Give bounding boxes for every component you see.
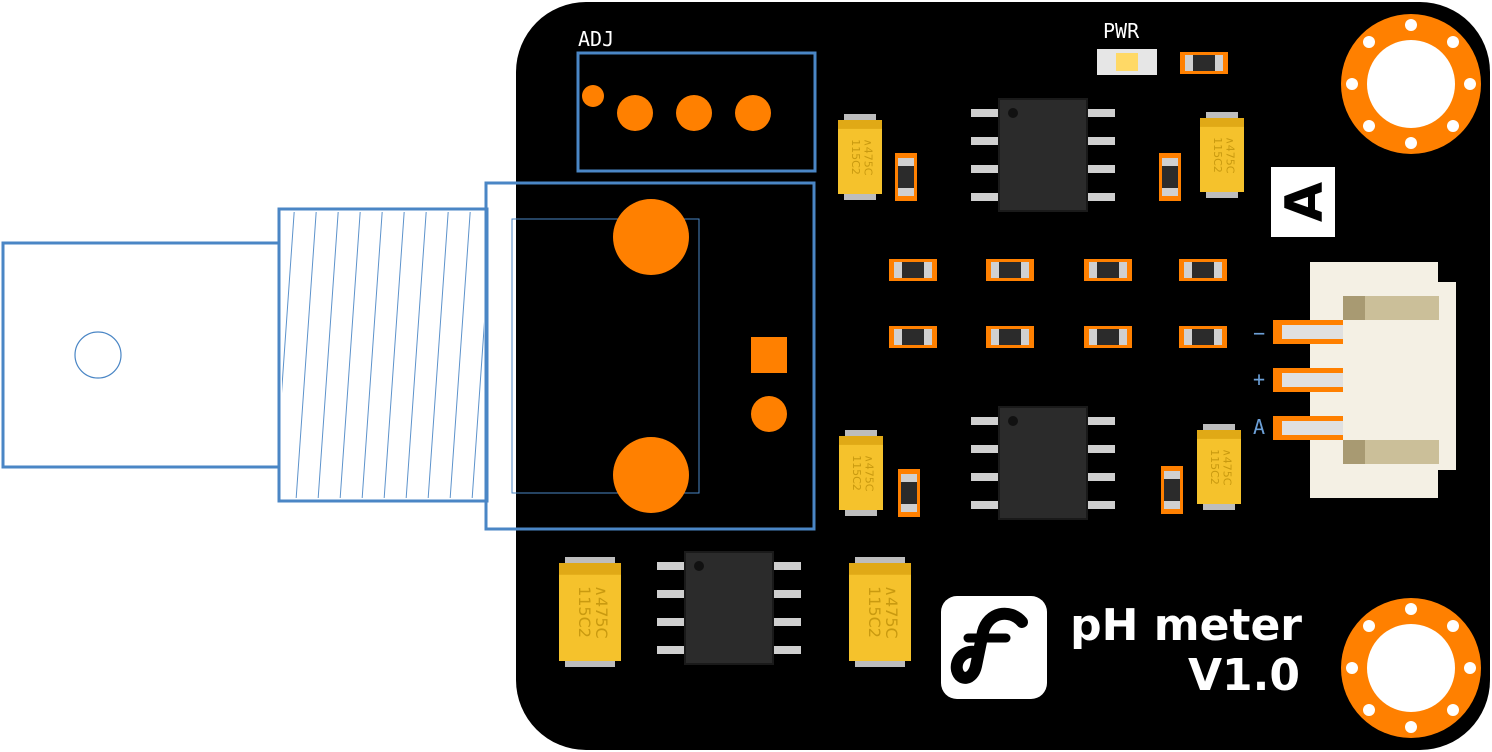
ic-u3 <box>657 551 801 665</box>
bnc-pad-small <box>751 396 787 432</box>
pwr-label: PWR <box>1103 19 1140 43</box>
adj-label: ADJ <box>578 27 614 51</box>
smd-row1-3 <box>1084 259 1132 281</box>
svg-text:∧475C: ∧475C <box>1220 449 1233 486</box>
svg-text:∧475C: ∧475C <box>862 455 875 492</box>
sensor-connector: − + A <box>1253 262 1456 498</box>
svg-text:∧475C: ∧475C <box>861 139 874 176</box>
pin-label-a: A <box>1253 415 1265 439</box>
svg-text:∧475C: ∧475C <box>592 585 611 638</box>
svg-text:115C2: 115C2 <box>1211 137 1224 173</box>
product-name: pH meter <box>1070 600 1302 651</box>
bnc-connector <box>1 207 489 503</box>
product-title: pH meter V1.0 <box>1070 600 1302 701</box>
adj-pad-indicator <box>582 85 604 107</box>
mounting-hole-bottom <box>1341 598 1481 738</box>
bnc-pad-top <box>613 199 689 275</box>
smd-r2 <box>1159 153 1181 201</box>
ic-u1 <box>971 98 1115 212</box>
svg-text:∧475C: ∧475C <box>882 585 901 638</box>
bnc-pad-bottom <box>613 437 689 513</box>
adj-outline <box>576 51 817 173</box>
smd-row1-2 <box>986 259 1034 281</box>
pin-label-plus: + <box>1253 367 1265 391</box>
bnc-pad-square <box>751 337 787 373</box>
svg-text:115C2: 115C2 <box>1208 449 1221 485</box>
product-version: V1.0 <box>1188 650 1300 701</box>
channel-label: A <box>1271 167 1335 237</box>
adj-pad-1 <box>617 95 653 131</box>
smd-row2-3 <box>1084 326 1132 348</box>
smd-row2-2 <box>986 326 1034 348</box>
smd-row2-4 <box>1179 326 1227 348</box>
smd-r4 <box>1161 466 1183 514</box>
adj-pad-2 <box>676 95 712 131</box>
adj-pad-3 <box>735 95 771 131</box>
bnc-footprint-outline <box>484 181 816 531</box>
smd-r1 <box>895 153 917 201</box>
ic-u2 <box>971 406 1115 520</box>
mounting-hole-top <box>1341 14 1481 154</box>
svg-text:115C2: 115C2 <box>865 586 884 638</box>
pin-label-minus: − <box>1253 321 1265 345</box>
svg-text:115C2: 115C2 <box>850 455 863 491</box>
bnc-center-pin <box>74 331 122 379</box>
smd-row1-4 <box>1179 259 1227 281</box>
channel-letter: A <box>1275 182 1335 222</box>
svg-text:115C2: 115C2 <box>849 139 862 175</box>
bnc-plug-body <box>1 241 281 469</box>
bnc-footprint <box>484 181 816 531</box>
smd-row1-1 <box>889 259 937 281</box>
svg-text:∧475C: ∧475C <box>1223 137 1236 174</box>
svg-text:115C2: 115C2 <box>575 586 594 638</box>
smd-row2-1 <box>889 326 937 348</box>
pwr-led: PWR <box>1097 19 1157 75</box>
smd-r-pwr <box>1180 52 1228 74</box>
brand-logo <box>941 596 1047 699</box>
adj-potentiometer: ADJ <box>576 27 817 173</box>
smd-r3 <box>898 469 920 517</box>
